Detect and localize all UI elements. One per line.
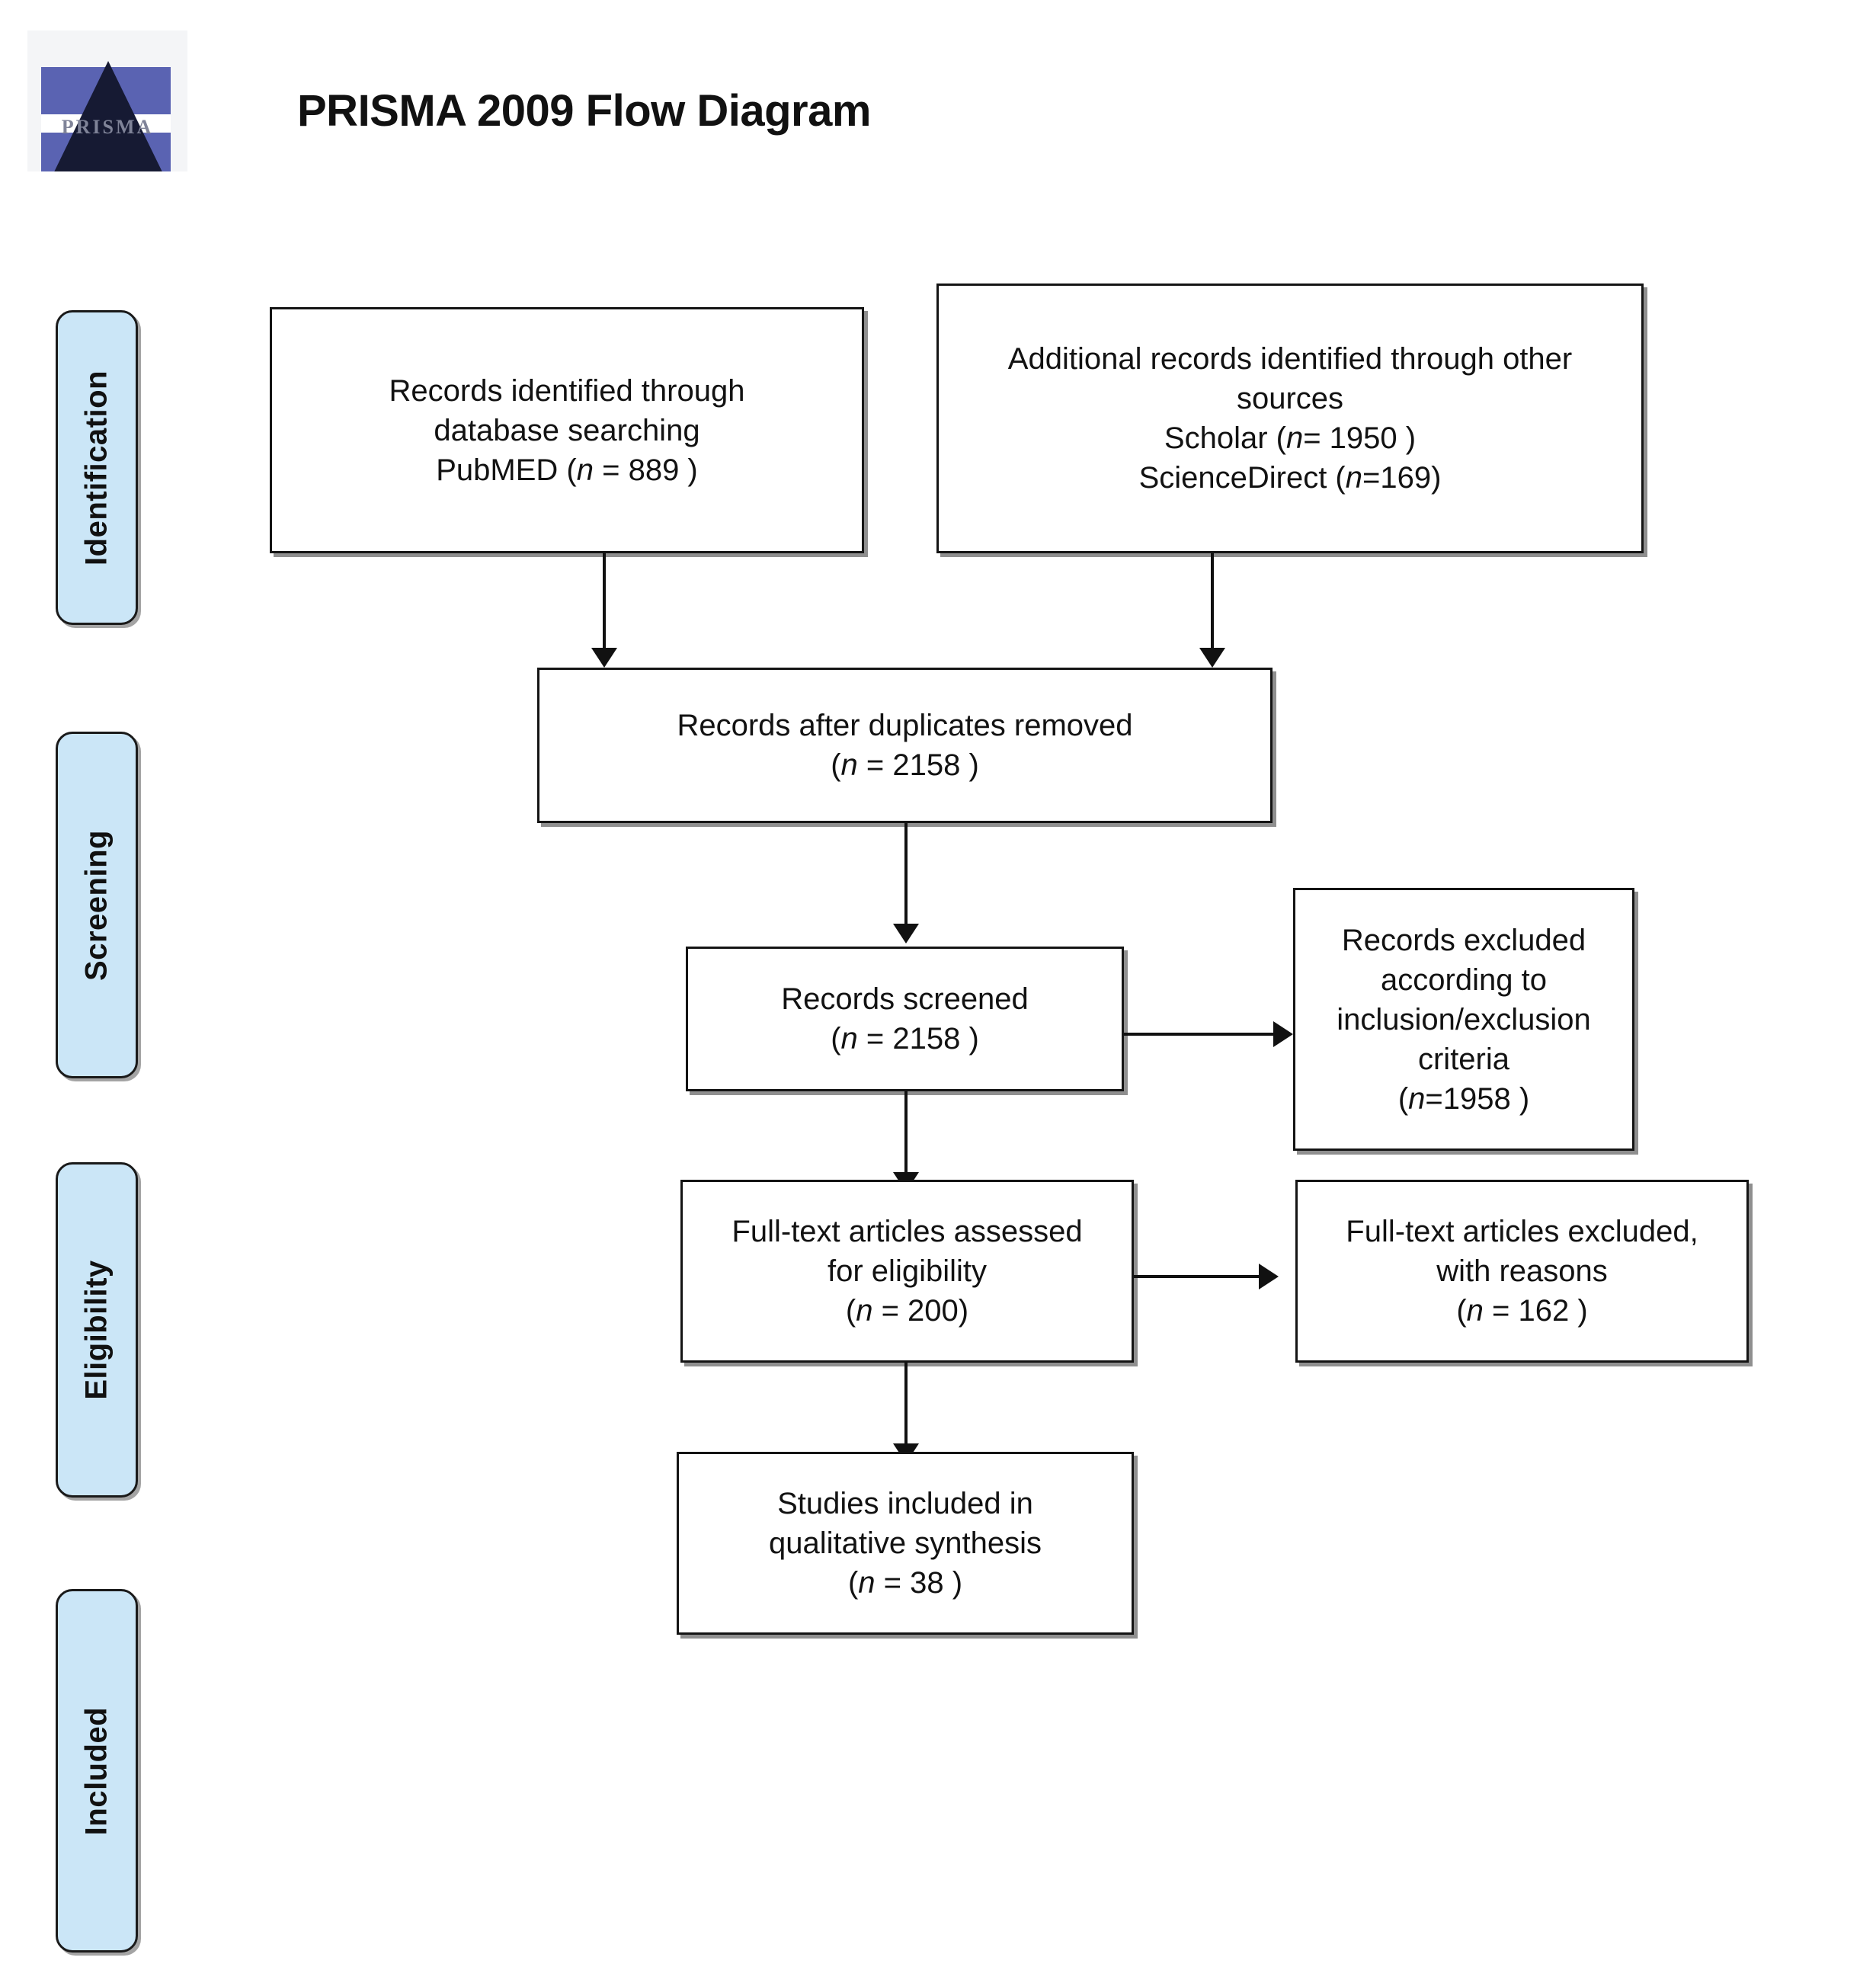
studies-included-line3: (n = 38 ) <box>769 1563 1042 1603</box>
scholar-n-pre: Scholar ( <box>1164 421 1286 455</box>
box-records-excluded: Records excluded according to inclusion/… <box>1293 888 1634 1151</box>
excluded-n-pre: ( <box>1397 1081 1409 1116</box>
scholar-n-symbol: n <box>1285 421 1304 455</box>
arrowhead-other-sources-down <box>1199 648 1225 668</box>
fulltext-assessed-n-symbol: n <box>856 1294 873 1328</box>
screened-line1: Records screened <box>781 982 1029 1016</box>
prisma-logo: PRISMA <box>27 30 187 171</box>
studies-included-n-post: = 38 ) <box>875 1566 963 1600</box>
stage-label-screening: Screening <box>79 829 114 981</box>
screened-n-post: = 2158 ) <box>857 1022 979 1056</box>
db-search-n-symbol: n <box>576 453 594 487</box>
page-title: PRISMA 2009 Flow Diagram <box>297 86 871 136</box>
stage-pill-identification: Identification <box>56 310 138 625</box>
connector-db-search-down <box>603 553 606 651</box>
studies-included-line2: qualitative synthesis <box>769 1527 1042 1560</box>
box-fulltext-assessed: Full-text articles assessed for eligibil… <box>680 1180 1134 1363</box>
stage-label-included: Included <box>79 1706 114 1835</box>
arrowhead-screened-right <box>1273 1021 1293 1047</box>
screened-line2: (n = 2158 ) <box>781 1019 1029 1059</box>
db-search-line3: PubMED (n = 889 ) <box>389 450 745 490</box>
excluded-line3: (n=1958 ) <box>1309 1079 1618 1119</box>
box-studies-included-text: Studies included in qualitative synthesi… <box>769 1484 1042 1603</box>
duplicates-line1: Records after duplicates removed <box>677 709 1133 742</box>
box-fulltext-assessed-text: Full-text articles assessed for eligibil… <box>732 1212 1082 1331</box>
other-sources-line1: Additional records identified through ot… <box>1007 342 1573 376</box>
box-records-excluded-text: Records excluded according to inclusion/… <box>1309 921 1618 1119</box>
box-records-identified-database: Records identified through database sear… <box>270 307 864 553</box>
fulltext-excluded-line1: Full-text articles excluded, <box>1346 1215 1698 1248</box>
box-additional-records-other-sources-text: Additional records identified through ot… <box>1008 339 1572 498</box>
box-additional-records-other-sources: Additional records identified through ot… <box>936 284 1644 553</box>
arrowhead-fulltext-right <box>1259 1264 1279 1289</box>
connector-fulltext-right <box>1134 1275 1263 1278</box>
stage-pill-eligibility: Eligibility <box>56 1162 138 1498</box>
arrowhead-duplicates-down <box>893 924 919 943</box>
connector-other-sources-down <box>1211 553 1214 651</box>
sciencedirect-n-post: =169) <box>1362 461 1442 495</box>
studies-included-n-symbol: n <box>858 1566 876 1600</box>
db-search-n-pre: PubMED ( <box>436 453 577 487</box>
studies-included-line1: Studies included in <box>777 1487 1033 1520</box>
fulltext-excluded-line3: (n = 162 ) <box>1346 1291 1698 1331</box>
fulltext-excluded-n-symbol: n <box>1466 1294 1484 1328</box>
box-records-after-duplicates-removed-text: Records after duplicates removed (n = 21… <box>677 706 1132 785</box>
connector-duplicates-down <box>904 823 908 927</box>
fulltext-assessed-line1: Full-text articles assessed <box>732 1215 1083 1248</box>
logo-wordmark: PRISMA <box>61 116 154 138</box>
db-search-n-post: = 889 ) <box>593 453 698 487</box>
sciencedirect-n-symbol: n <box>1345 461 1363 495</box>
box-records-after-duplicates-removed: Records after duplicates removed (n = 21… <box>537 668 1273 823</box>
duplicates-line2: (n = 2158 ) <box>677 745 1132 785</box>
studies-included-n-pre: ( <box>847 1566 859 1600</box>
sciencedirect-n-pre: ScienceDirect ( <box>1138 461 1346 495</box>
connector-screened-down <box>904 1091 908 1175</box>
other-sources-line4: ScienceDirect (n=169) <box>1008 458 1572 498</box>
fulltext-assessed-n-post: = 200) <box>872 1294 969 1328</box>
duplicates-n-post: = 2158 ) <box>857 748 979 782</box>
duplicates-n-pre: ( <box>831 748 841 782</box>
other-sources-line2: sources <box>1236 382 1344 415</box>
db-search-line2: database searching <box>434 413 700 447</box>
fulltext-assessed-line3: (n = 200) <box>732 1291 1082 1331</box>
box-records-identified-database-text: Records identified through database sear… <box>389 371 745 490</box>
stage-label-eligibility: Eligibility <box>79 1260 114 1400</box>
box-records-screened: Records screened (n = 2158 ) <box>686 947 1124 1091</box>
db-search-line1: Records identified through <box>389 373 745 408</box>
box-records-screened-text: Records screened (n = 2158 ) <box>781 979 1029 1059</box>
prism-triangle-icon <box>49 61 168 171</box>
stage-label-identification: Identification <box>79 370 114 565</box>
other-sources-line3: Scholar (n= 1950 ) <box>1008 418 1572 458</box>
duplicates-n-symbol: n <box>840 748 858 782</box>
fulltext-assessed-line2: for eligibility <box>828 1254 987 1288</box>
screened-n-pre: ( <box>831 1022 841 1056</box>
excluded-line1: Records excluded according to <box>1341 923 1586 997</box>
connector-screened-right <box>1124 1033 1276 1036</box>
arrowhead-db-search-down <box>591 648 617 668</box>
fulltext-excluded-n-post: = 162 ) <box>1483 1294 1588 1328</box>
scholar-n-post: = 1950 ) <box>1303 421 1417 455</box>
stage-pill-included: Included <box>56 1589 138 1953</box>
box-fulltext-excluded: Full-text articles excluded, with reason… <box>1295 1180 1749 1363</box>
box-fulltext-excluded-text: Full-text articles excluded, with reason… <box>1346 1212 1698 1331</box>
box-studies-included: Studies included in qualitative synthesi… <box>677 1452 1134 1635</box>
connector-fulltext-down <box>904 1363 908 1446</box>
screened-n-symbol: n <box>840 1022 858 1056</box>
fulltext-assessed-n-pre: ( <box>845 1294 856 1328</box>
fulltext-excluded-n-pre: ( <box>1456 1294 1467 1328</box>
excluded-n-post: =1958 ) <box>1425 1081 1530 1116</box>
excluded-n-symbol: n <box>1408 1081 1426 1116</box>
fulltext-excluded-line2: with reasons <box>1436 1254 1608 1288</box>
excluded-line2: inclusion/exclusion criteria <box>1337 1002 1591 1076</box>
stage-pill-screening: Screening <box>56 732 138 1078</box>
